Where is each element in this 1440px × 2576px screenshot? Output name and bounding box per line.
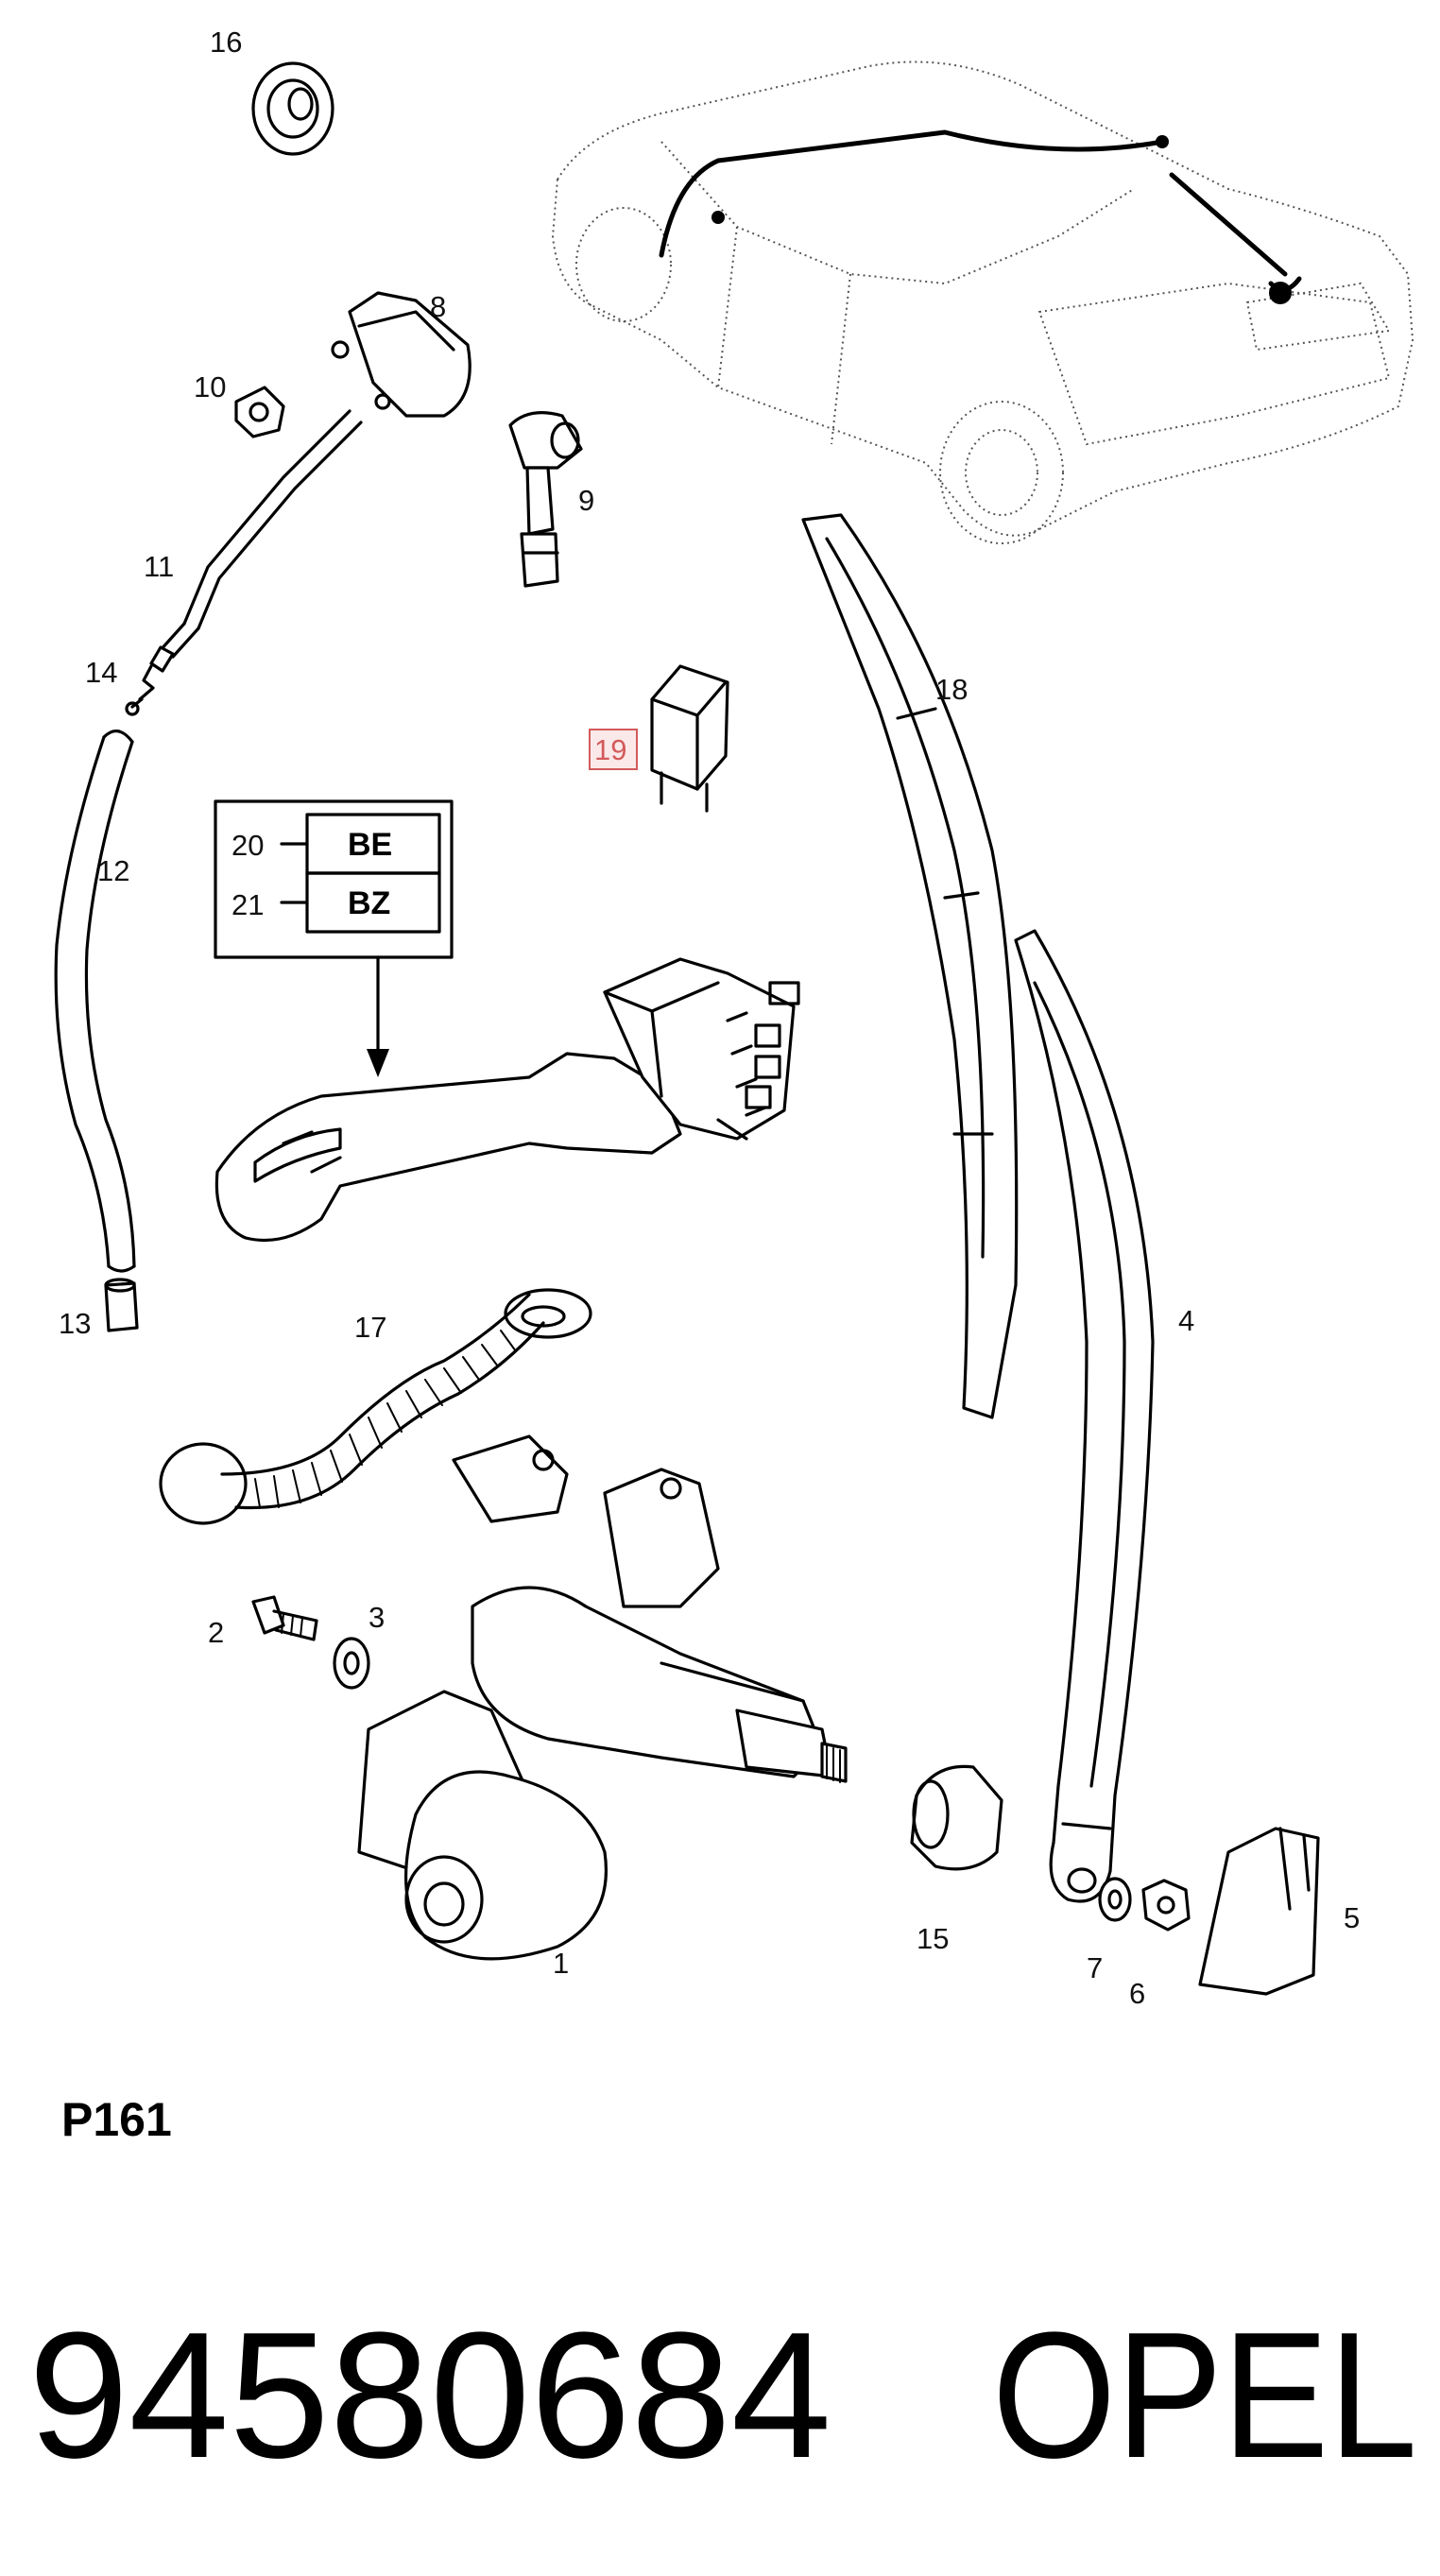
callout-18: 18 xyxy=(935,673,968,706)
part-9-washer-nozzle xyxy=(508,411,583,588)
car-outline-illustration xyxy=(551,60,1414,544)
callout-13: 13 xyxy=(59,1307,91,1340)
part-15-grommet xyxy=(910,1764,1003,1871)
part-11-washer-hose-upper xyxy=(149,409,363,673)
callout-2: 2 xyxy=(208,1616,224,1649)
brand-name: OPEL xyxy=(992,2295,1417,2496)
callout-8: 8 xyxy=(430,290,446,323)
part-17-wiring-harness-grommet xyxy=(159,1288,592,1525)
callout-9: 9 xyxy=(578,484,594,517)
callout-1: 1 xyxy=(553,1947,569,1980)
part-2-bolt xyxy=(251,1595,318,1641)
callout-3: 3 xyxy=(369,1601,385,1634)
callout-20: 20 xyxy=(231,829,264,862)
part-19-relay xyxy=(650,664,729,813)
part-5-cover-cap xyxy=(1198,1827,1320,1996)
part-1-wiper-motor xyxy=(357,1434,848,1961)
switch-code-be: BE xyxy=(348,827,392,863)
callout-17: 17 xyxy=(354,1311,386,1344)
part-12-washer-hose-lower xyxy=(54,730,136,1273)
part-13-hose-end xyxy=(104,1278,139,1332)
part-8-washer-nozzle-housing xyxy=(331,291,471,418)
part-number: 94580684 xyxy=(28,2295,831,2496)
callout-19: 19 xyxy=(594,733,626,766)
callout-15: 15 xyxy=(917,1922,949,1955)
switch-code-legend xyxy=(214,799,454,1077)
callout-7: 7 xyxy=(1087,1951,1103,1984)
callout-14: 14 xyxy=(85,656,117,689)
wiper-switch-stalk xyxy=(214,957,800,1242)
part-18-wiper-blade xyxy=(801,513,1019,1419)
part-16-grommet xyxy=(251,61,334,156)
figure-id: P161 xyxy=(61,2093,172,2146)
part-3-washer xyxy=(333,1637,370,1690)
part-14-hose-connector xyxy=(125,664,155,716)
callout-21: 21 xyxy=(231,888,264,921)
callout-4: 4 xyxy=(1178,1304,1194,1337)
callout-6: 6 xyxy=(1129,1977,1145,2010)
callout-19-highlight-box xyxy=(589,729,638,770)
callout-11: 11 xyxy=(144,550,174,583)
part-10-clip xyxy=(234,386,285,438)
part-7-washer xyxy=(1098,1877,1132,1922)
callout-16: 16 xyxy=(210,26,242,59)
switch-code-bz: BZ xyxy=(348,885,390,921)
callout-10: 10 xyxy=(194,370,226,404)
part-6-nut xyxy=(1141,1879,1191,1932)
callout-5: 5 xyxy=(1344,1901,1360,1934)
part-4-wiper-arm xyxy=(1014,929,1155,1903)
callout-12: 12 xyxy=(97,854,129,887)
